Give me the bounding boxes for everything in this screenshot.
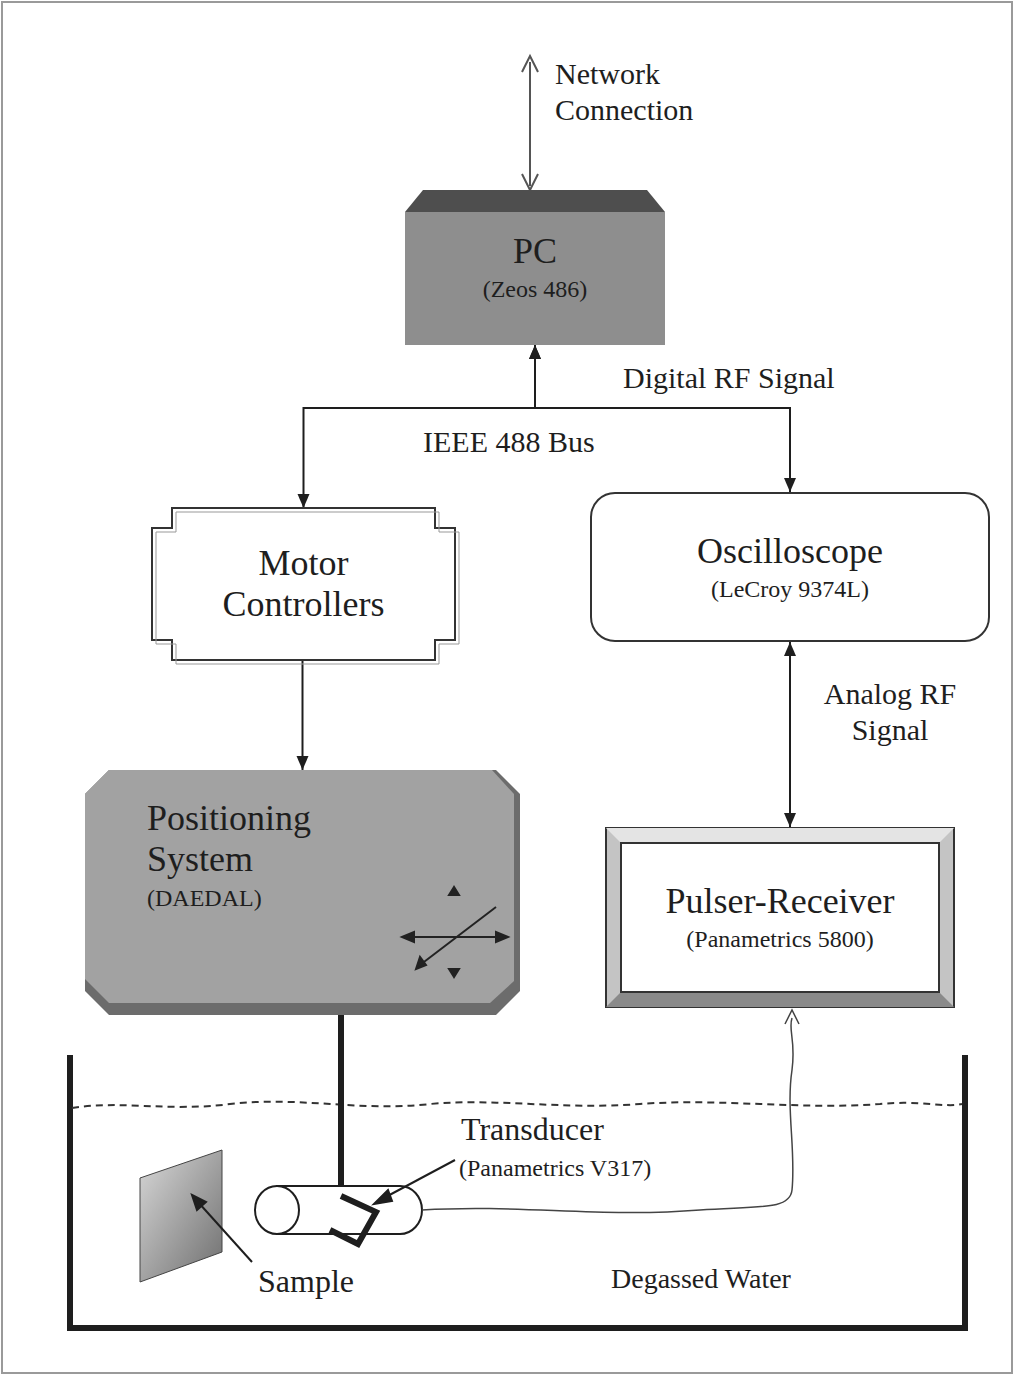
oscilloscope-box: Oscilloscope (LeCroy 9374L)	[590, 492, 990, 642]
node-model: (Panametrics 5800)	[686, 926, 873, 954]
sample-label: Sample	[255, 1262, 357, 1300]
water-tank	[70, 1055, 965, 1328]
connector	[297, 660, 309, 770]
transducer-cable	[422, 1018, 793, 1213]
node-model: (Zeos 486)	[483, 276, 588, 304]
signal-label: IEEE 488 Bus	[420, 424, 598, 460]
arrowhead	[298, 494, 310, 508]
pulser-receiver-box: Pulser-Receiver (Panametrics 5800)	[605, 827, 955, 1008]
node-model: (LeCroy 9374L)	[711, 576, 869, 604]
arrowhead	[784, 642, 796, 656]
controller-box: Motor Controllers	[152, 508, 455, 660]
transducer-clamp	[330, 1196, 376, 1244]
positioning-box: Positioning System (DAEDAL)	[85, 770, 520, 1015]
arrowhead	[529, 345, 541, 359]
network-arrow	[522, 56, 538, 190]
node-title: Oscilloscope	[697, 531, 883, 572]
mount-rod	[338, 1015, 344, 1196]
connector-line	[302, 660, 304, 770]
connector	[784, 642, 796, 827]
transducer-body	[255, 1186, 422, 1234]
transducer-label: Transducer	[458, 1110, 607, 1148]
arrowhead	[784, 478, 796, 492]
model-label: (Panametrics V317)	[456, 1154, 654, 1183]
leader-lines	[192, 1160, 455, 1262]
node-title: Positioning System	[147, 798, 387, 881]
arrowhead	[529, 345, 541, 359]
arrowhead	[784, 813, 796, 827]
arrowhead	[297, 756, 309, 770]
water-surface	[72, 1102, 962, 1108]
node-model: (DAEDAL)	[147, 885, 262, 913]
water-label: Degassed Water	[608, 1262, 794, 1296]
signal-label: Digital RF Signal	[620, 360, 838, 396]
computer-box: PC (Zeos 486)	[405, 190, 665, 345]
node-title: Pulser-Receiver	[665, 881, 894, 922]
node-title: PC	[513, 231, 557, 272]
node-title: Motor Controllers	[189, 543, 419, 626]
connector-line	[789, 642, 791, 827]
cable-arrowhead	[785, 1010, 799, 1024]
network-label: Network Connection	[552, 56, 768, 128]
signal-label: Analog RF Signal	[812, 676, 968, 748]
